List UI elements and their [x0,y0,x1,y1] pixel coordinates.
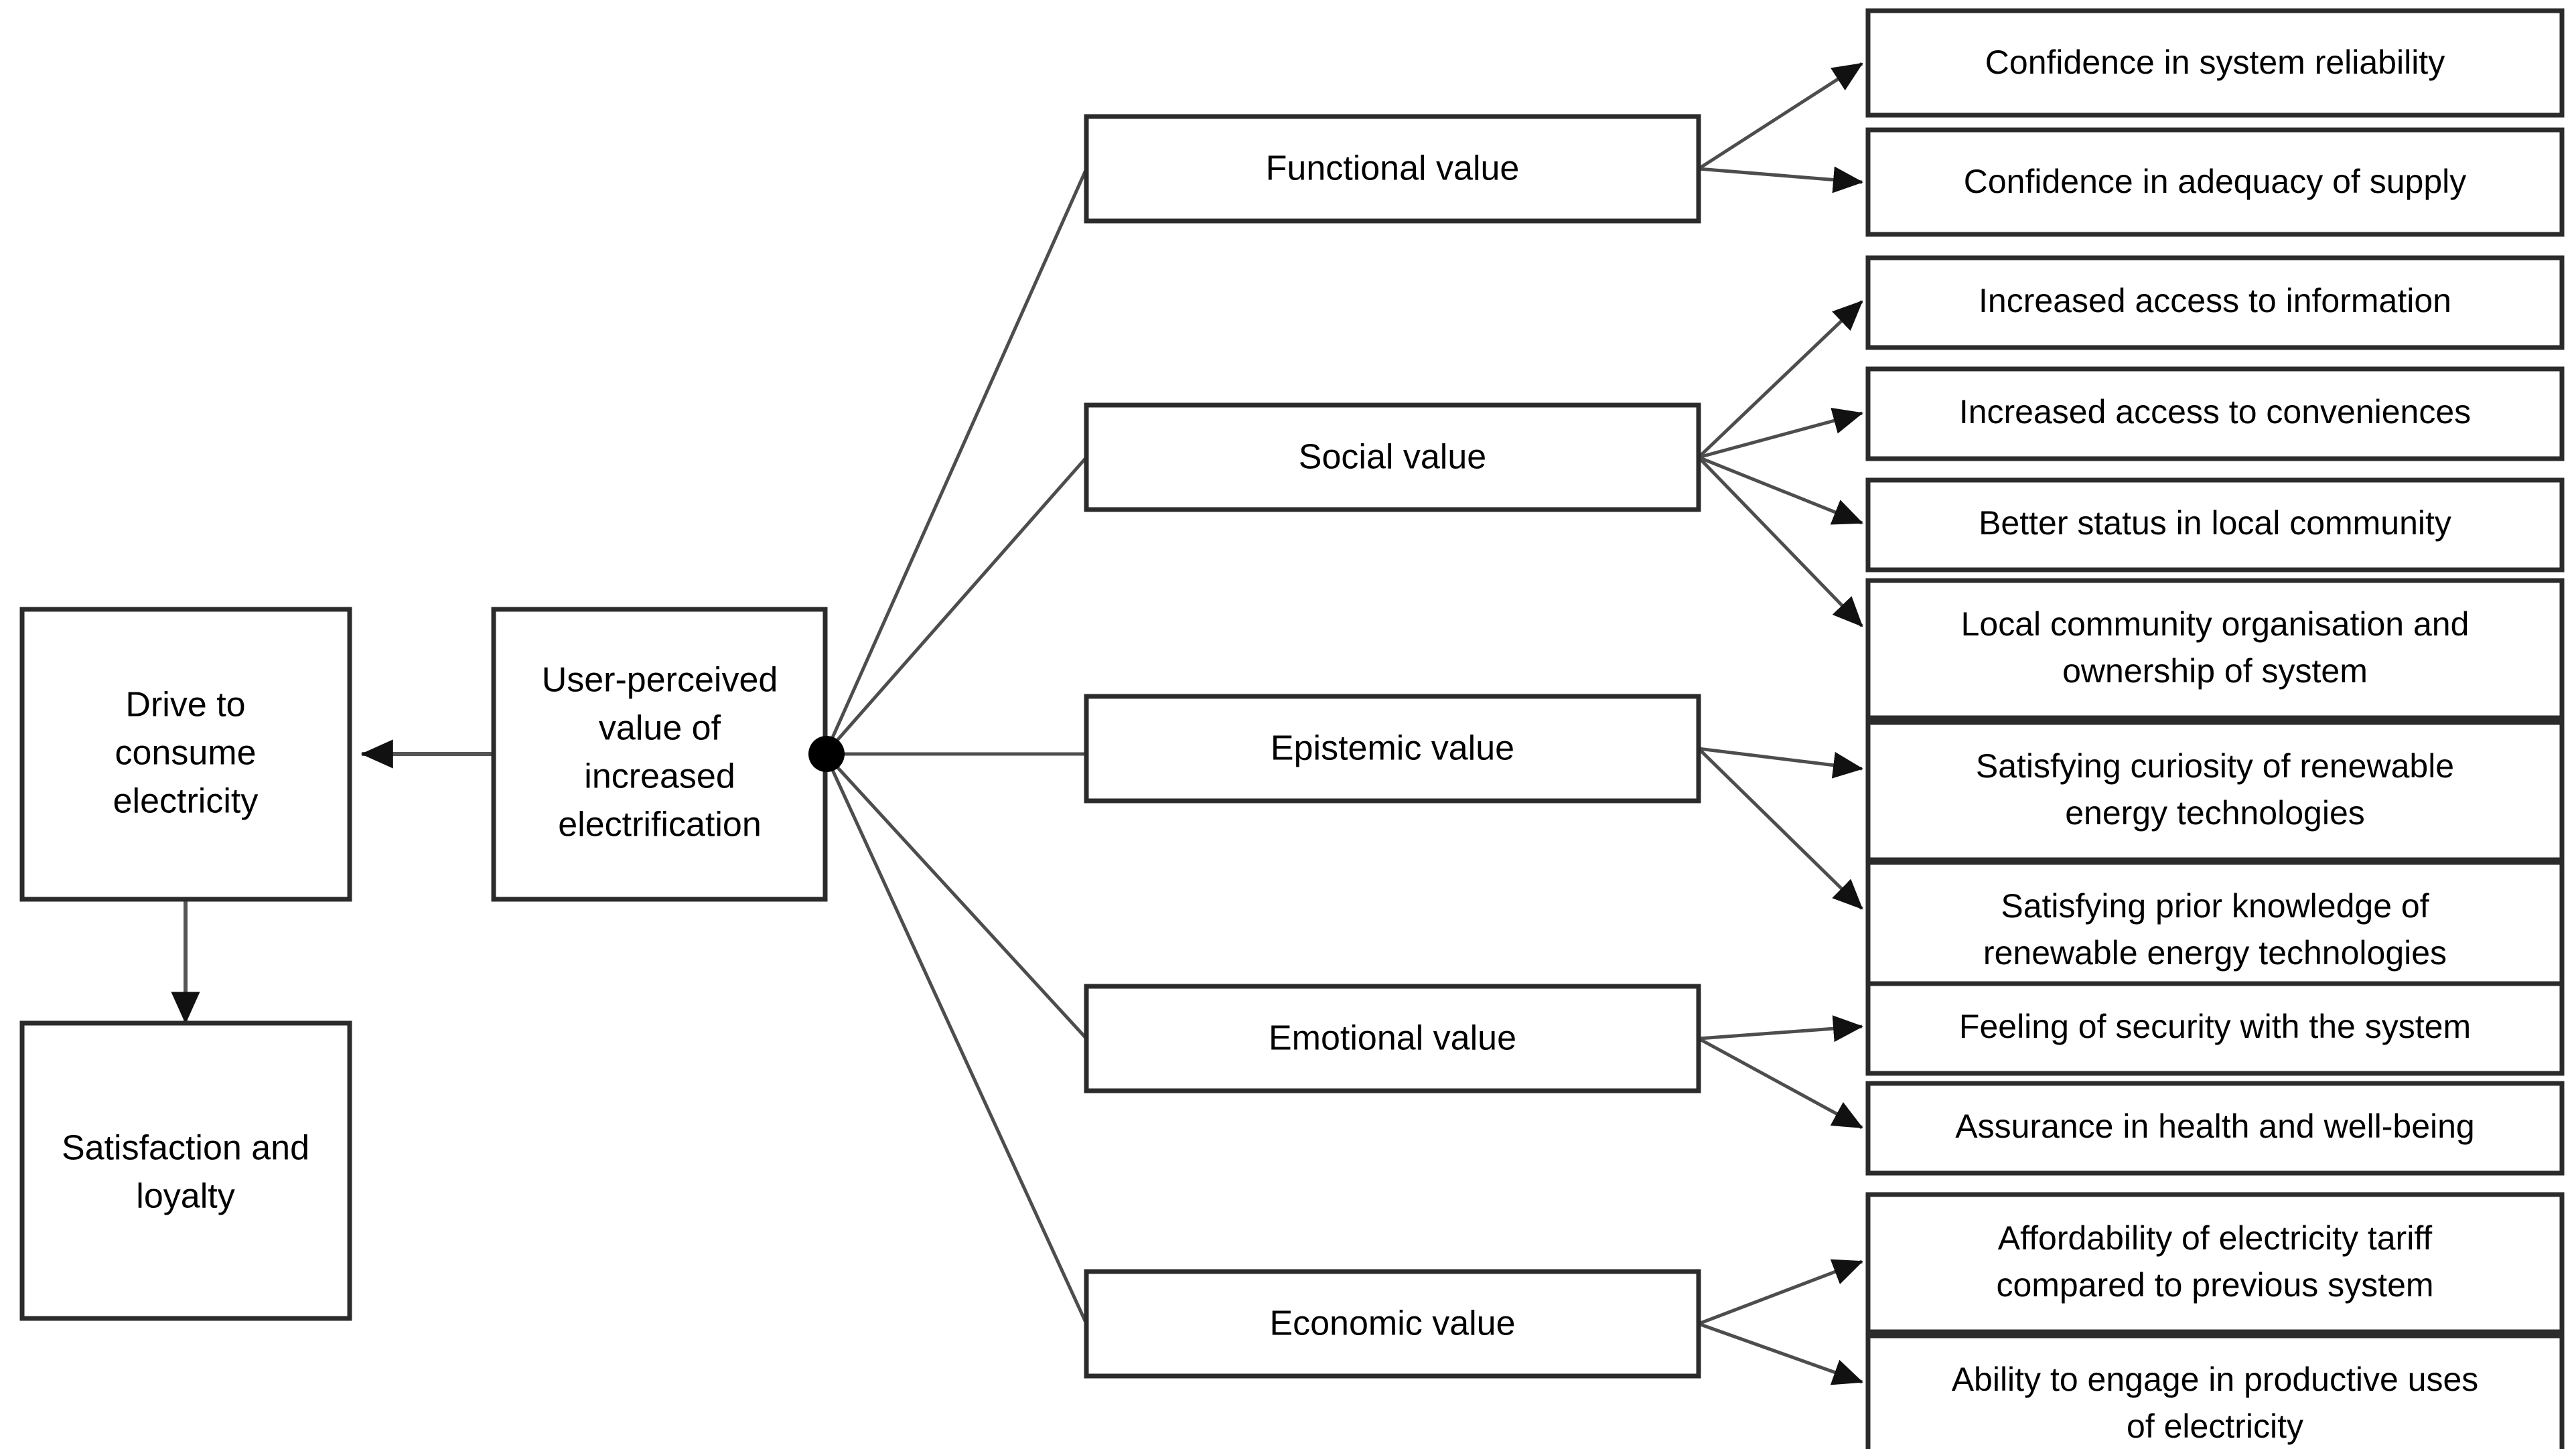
node-dimension-economic[interactable]: Economic value [1084,1269,1701,1379]
attribute-economic-0-line-0: Affordability of electricity tariff [1998,1219,2433,1257]
attribute-functional-1-line-0: Confidence in adequacy of supply [1964,163,2467,200]
attribute-epistemic-1-line-1: renewable energy technologies [1983,934,2447,972]
node-attribute-social-3[interactable]: Local community organisation and ownersh… [1865,578,2565,720]
edge-core-to-emotional [824,753,1088,1040]
node-satisfaction-label-line-0: Satisfaction and [62,1129,309,1168]
attribute-social-0-line-0: Increased access to information [1979,282,2451,319]
dimension-social-label: Social value [1299,438,1486,477]
attribute-emotional-0-line-0: Feeling of security with the system [1959,1008,2471,1045]
attribute-emotional-1-line-0: Assurance in health and well-being [1955,1108,2475,1145]
node-drive-label-line-2: electricity [113,782,259,821]
attribute-social-2-line-0: Better status in local community [1979,504,2451,542]
attribute-economic-1-line-0: Ability to engage in productive uses [1952,1361,2479,1398]
edge-core-to-economic [823,753,1088,1325]
dimension-epistemic-label: Epistemic value [1271,729,1514,768]
edge-functional-to-attr-0 [1697,62,1863,171]
dimension-functional-label: Functional value [1266,149,1520,188]
attribute-social-3-line-1: ownership of system [2062,652,2368,690]
node-attribute-social-2[interactable]: Better status in local community [1865,477,2565,573]
node-attribute-emotional-1[interactable]: Assurance in health and well-being [1865,1081,2565,1176]
node-dimension-social[interactable]: Social value [1084,402,1701,512]
edge-emotional-to-attr-0 [1698,1015,1863,1043]
attribute-epistemic-0-line-0: Satisfying curiosity of renewable [1976,747,2454,785]
attribute-social-1-line-0: Increased access to conveniences [1959,393,2471,431]
node-core-label-line-1: value of [599,709,721,748]
node-attribute-epistemic-1[interactable]: Satisfying prior knowledge of renewable … [1865,860,2565,1002]
node-attribute-economic-0[interactable]: Affordability of electricity tariff comp… [1865,1192,2565,1334]
edge-social-to-attr-2 [1698,455,1863,525]
edge-functional-to-attr-1 [1698,166,1863,194]
node-satisfaction-and-loyalty[interactable]: Satisfaction and loyalty [19,1020,352,1321]
node-core-label-line-3: electrification [558,806,761,844]
node-attribute-emotional-0[interactable]: Feeling of security with the system [1865,981,2565,1076]
edge-social-to-attr-1 [1698,407,1863,459]
hub-connector-dot [808,736,845,772]
attribute-economic-0-line-1: compared to previous system [1996,1266,2433,1304]
attribute-epistemic-0-line-1: energy technologies [2065,794,2365,832]
edge-economic-to-attr-0 [1698,1259,1863,1326]
node-attribute-social-0[interactable]: Increased access to information [1865,255,2565,350]
node-drive-label-line-0: Drive to [125,686,245,724]
node-core-user-perceived-value[interactable]: User-perceived value of increased electr… [491,607,828,902]
attribute-economic-1-line-1: of electricity [2127,1407,2303,1445]
node-dimension-functional[interactable]: Functional value [1084,114,1701,224]
edge-emotional-to-attr-1 [1697,1037,1863,1130]
edge-epistemic-to-attr-1 [1697,747,1863,910]
node-drive-to-consume-electricity[interactable]: Drive to consume electricity [19,607,352,902]
edge-social-to-attr-3 [1697,456,1863,627]
node-attribute-economic-1[interactable]: Ability to engage in productive uses of … [1865,1333,2565,1449]
edge-epistemic-to-attr-0 [1698,747,1863,779]
node-satisfaction-label-line-1: loyalty [136,1177,234,1216]
edge-core-to-social [824,456,1088,755]
edge-economic-to-attr-1 [1698,1322,1863,1385]
edge-core-to-functional [823,167,1088,755]
node-attribute-functional-1[interactable]: Confidence in adequacy of supply [1865,127,2565,237]
node-drive-label-line-1: consume [115,734,257,773]
node-core-label-line-2: increased [584,757,735,796]
dimension-emotional-label: Emotional value [1269,1019,1516,1058]
attribute-social-3-line-0: Local community organisation and [1961,605,2470,643]
node-attribute-epistemic-0[interactable]: Satisfying curiosity of renewable energy… [1865,720,2565,862]
attribute-functional-0-line-0: Confidence in system reliability [1985,44,2445,81]
node-attribute-social-1[interactable]: Increased access to conveniences [1865,366,2565,461]
node-dimension-emotional[interactable]: Emotional value [1084,984,1701,1093]
dimension-economic-label: Economic value [1269,1304,1515,1343]
node-attribute-functional-0[interactable]: Confidence in system reliability [1865,8,2565,118]
node-core-label-line-0: User-perceived [542,661,778,700]
attribute-epistemic-1-line-0: Satisfying prior knowledge of [2001,887,2429,925]
node-dimension-epistemic[interactable]: Epistemic value [1084,694,1701,804]
edge-social-to-attr-0 [1697,300,1863,459]
